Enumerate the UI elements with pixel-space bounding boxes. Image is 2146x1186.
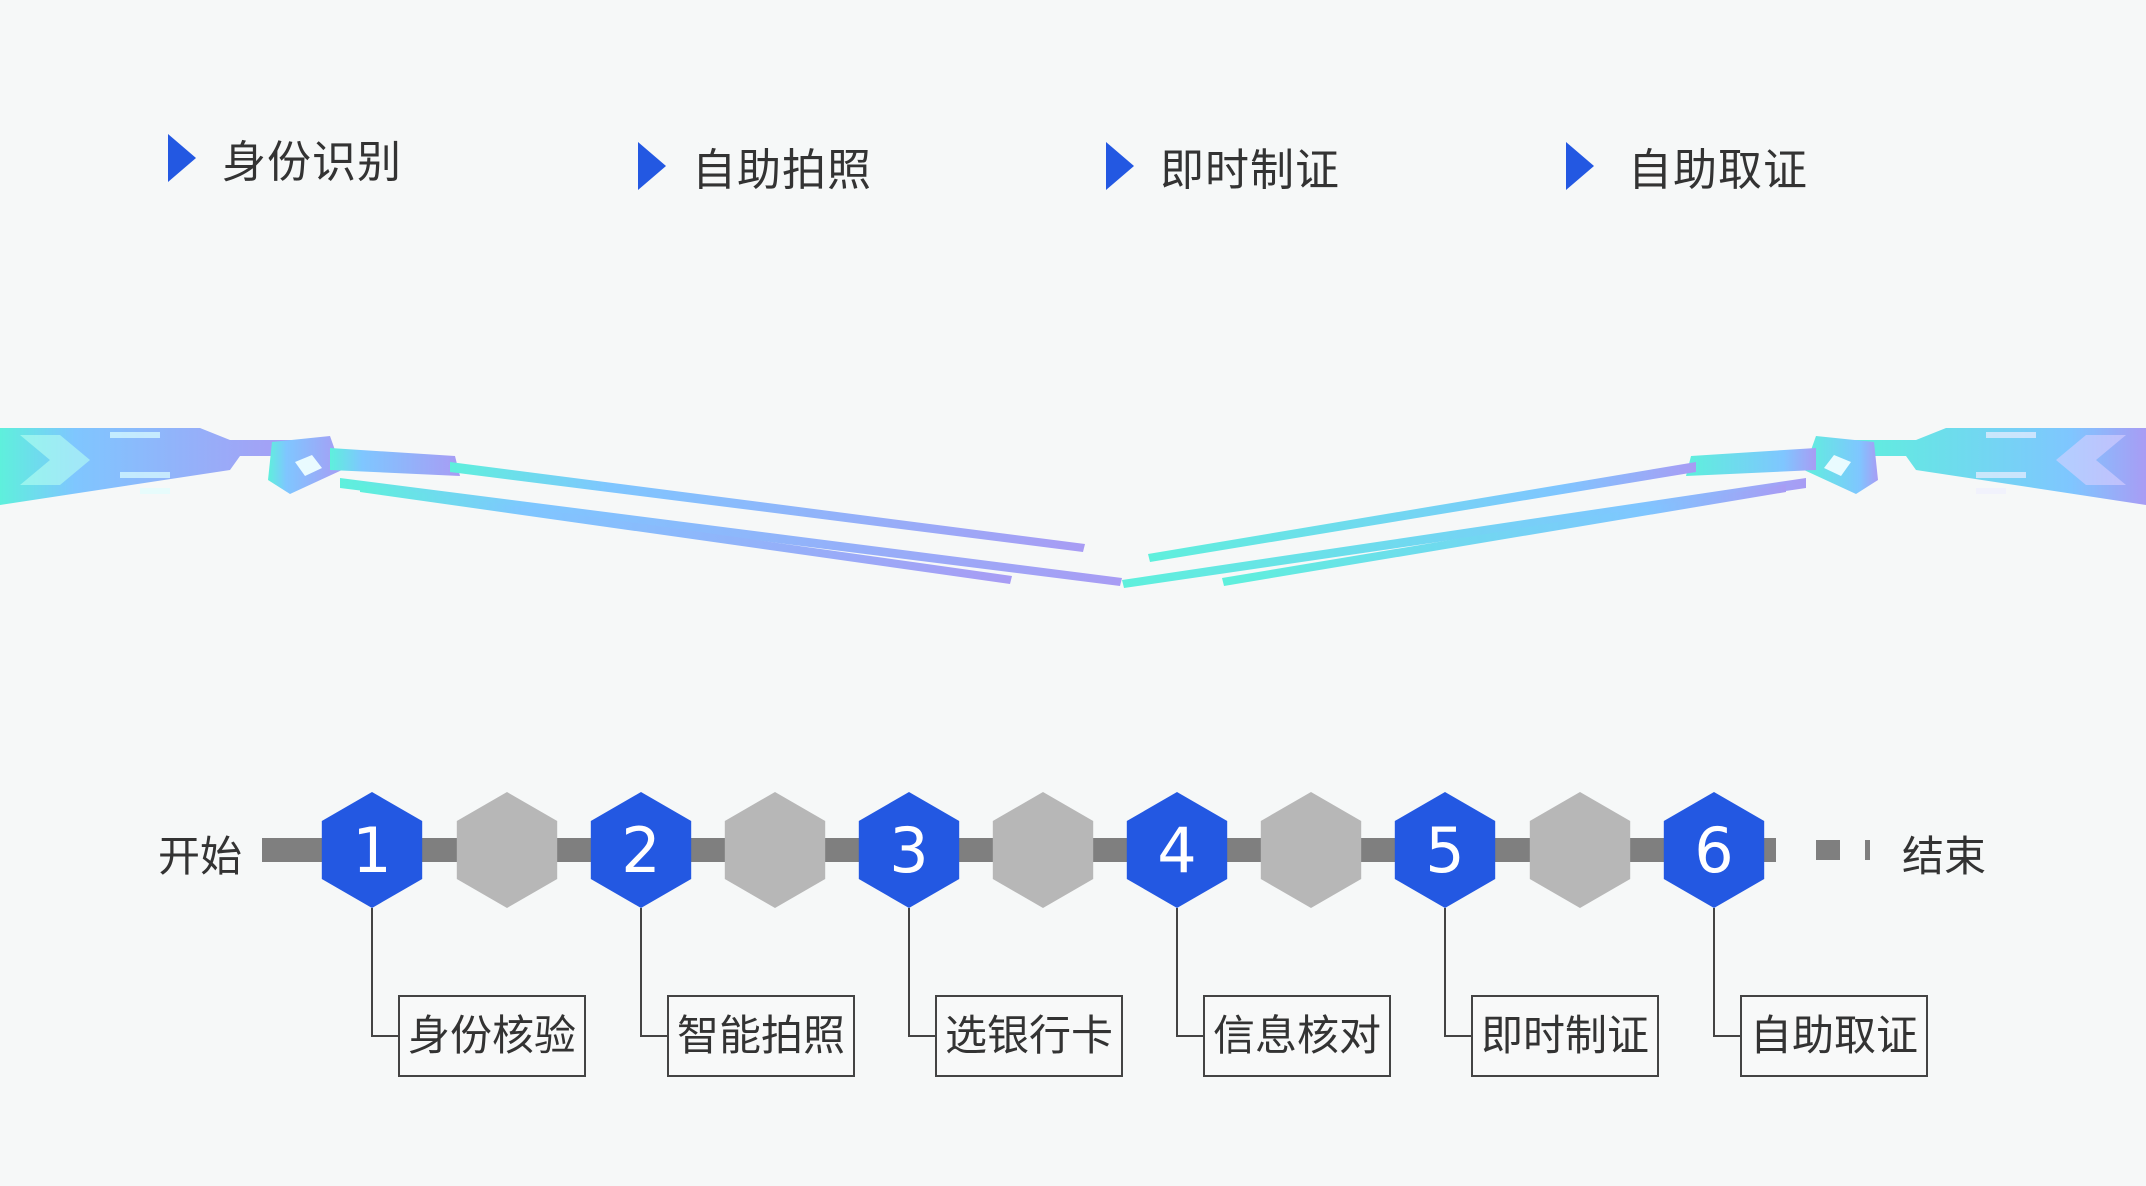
grey-hexagon [992,792,1094,908]
step-label-box [667,995,855,1077]
step-number: 1 [352,814,391,887]
grey-hexagon [456,792,558,908]
header-label: 自助拍照 [692,145,872,196]
end-label: 结束 [1902,832,1987,881]
header-label: 即时制证 [1160,145,1340,196]
header-item-1: 身份识别 [168,126,402,190]
step-label: 选银行卡 [945,1011,1113,1060]
triangle-icon [1566,142,1594,190]
step-number: 5 [1425,814,1464,887]
decorative-tech-banner [0,428,2146,588]
step-label: 自助取证 [1750,1011,1918,1060]
triangle-icon [638,142,666,190]
step-number: 3 [889,814,928,887]
grey-hexagon [1260,792,1362,908]
header-item-2: 自助拍照 [638,134,872,198]
step-number: 2 [621,814,660,887]
triangle-icon [1106,142,1134,190]
track-dash [1816,840,1840,860]
step-label: 智能拍照 [677,1011,845,1060]
step-number: 6 [1694,814,1733,887]
step-connector [371,908,399,1037]
step-label-box [1471,995,1659,1077]
track-dash [1865,840,1870,860]
header-item-4: 自助取证 [1566,134,1808,198]
step-connector [908,908,936,1037]
header-label: 自助取证 [1628,145,1808,196]
step-hexagon-1 [321,792,423,908]
step-label: 信息核对 [1213,1011,1381,1060]
step-hexagon-3 [858,792,960,908]
step-label-box [398,995,586,1077]
grey-hexagon [1529,792,1631,908]
step-label-box [1203,995,1391,1077]
step-hexagon-2 [590,792,692,908]
header-label: 身份识别 [222,137,402,188]
step-connector [1176,908,1204,1037]
right-circuit-decoration [1122,428,2146,588]
header-item-3: 即时制证 [1106,134,1340,198]
step-hexagon-4 [1126,792,1228,908]
triangle-icon [168,134,196,182]
step-label: 身份核验 [408,1011,576,1060]
flow-nodes: 1 身份核验 2 智能拍照 3 选银行卡 4 信息核对 5 即时制证 6 自助取证 [321,792,1928,1077]
step-connector [1713,908,1741,1037]
step-number: 4 [1157,814,1196,887]
step-connector [1444,908,1472,1037]
step-label-box [1740,995,1928,1077]
step-hexagon-6 [1663,792,1765,908]
step-hexagon-5 [1394,792,1496,908]
left-circuit-decoration [0,428,1122,586]
step-label-box [935,995,1123,1077]
start-label: 开始 [158,832,243,881]
step-connector [640,908,668,1037]
grey-hexagon [724,792,826,908]
step-label: 即时制证 [1481,1011,1649,1060]
